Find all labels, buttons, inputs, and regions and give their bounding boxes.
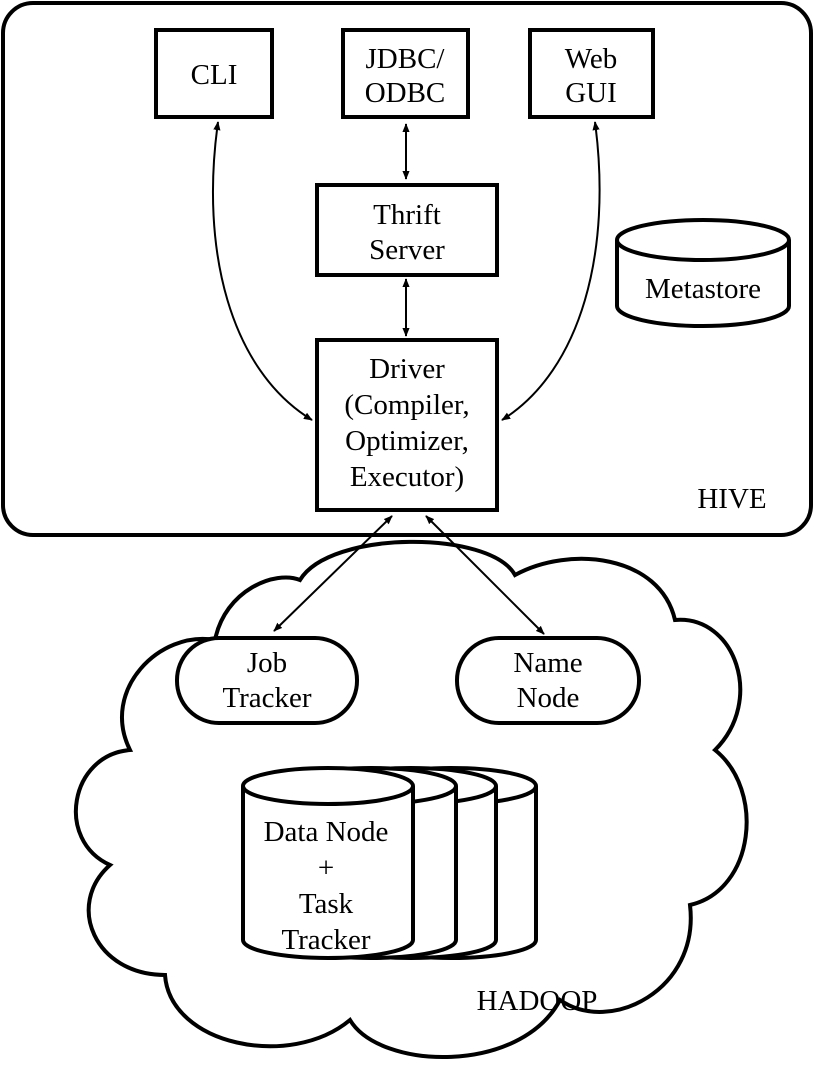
datanode-label-line4: Tracker [281, 924, 370, 956]
thrift-label-line1: Thrift [373, 199, 441, 231]
cli-driver-arrow [212, 121, 313, 421]
jobtracker-label-line1: Job [247, 647, 287, 679]
thrift-label-line2: Server [369, 234, 445, 266]
data-node-cylinder-front: Data Node + Task Tracker [241, 766, 415, 960]
driver-namenode-arrow [425, 515, 545, 635]
metastore-cylinder: Metastore [615, 218, 791, 328]
datanode-label-line2: + [318, 852, 334, 884]
jobtracker-label-line2: Tracker [222, 682, 311, 714]
namenode-label-line1: Name [513, 647, 582, 679]
jdbc-label-line2: ODBC [365, 77, 446, 109]
webgui-label-line2: GUI [565, 77, 617, 109]
hive-label: HIVE [697, 483, 766, 515]
jdbc-odbc-box: JDBC/ ODBC [341, 28, 470, 119]
namenode-label-line2: Node [517, 682, 580, 714]
driver-label-line1: Driver [369, 353, 445, 385]
metastore-label: Metastore [645, 273, 761, 305]
job-tracker-node: Job Tracker [175, 636, 359, 725]
cli-box: CLI [154, 28, 274, 119]
hadoop-label: HADOOP [477, 985, 598, 1017]
thrift-server-box: Thrift Server [315, 183, 499, 277]
driver-label-line3: Optimizer, [345, 425, 469, 457]
hive-arrows [212, 121, 601, 421]
driver-box: Driver (Compiler, Optimizer, Executor) [315, 338, 499, 512]
datanode-label-line3: Task [299, 888, 354, 920]
driver-label-line4: Executor) [350, 461, 464, 493]
datanode-label-line1: Data Node [264, 816, 389, 848]
name-node: Name Node [455, 636, 641, 725]
webgui-label-line1: Web [565, 43, 617, 75]
hadoop-arrows [273, 515, 545, 635]
jdbc-label-line1: JDBC/ [366, 43, 446, 75]
web-gui-box: Web GUI [528, 28, 655, 119]
driver-jobtracker-arrow [273, 515, 393, 632]
data-node-stack: Data Node + Task Tracker [241, 766, 538, 960]
driver-label-line2: (Compiler, [344, 389, 469, 421]
webgui-driver-arrow [501, 121, 601, 421]
cli-label: CLI [191, 59, 238, 91]
